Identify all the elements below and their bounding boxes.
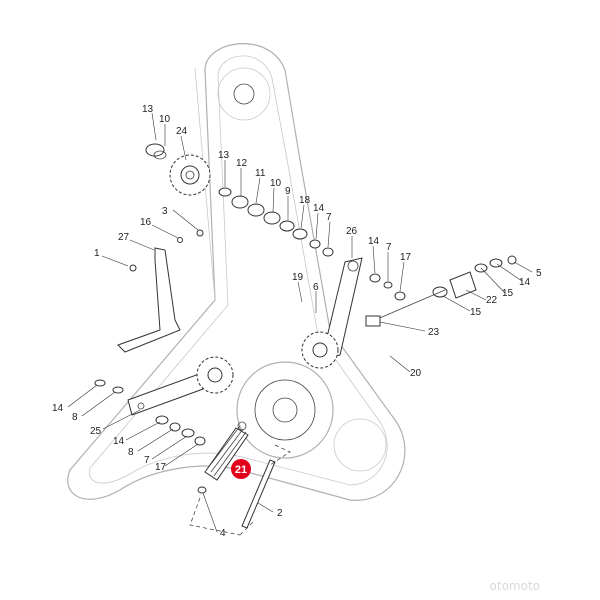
callout-24: 24 xyxy=(176,126,188,137)
callout-8: 8 xyxy=(72,412,78,423)
callout-25: 25 xyxy=(90,426,102,437)
callout-1: 1 xyxy=(94,248,100,259)
callout-labels: 13 10 24 13 12 11 10 9 18 14 7 3 16 27 1… xyxy=(52,104,542,539)
callout-12: 12 xyxy=(236,158,248,169)
callout-8: 8 xyxy=(128,447,134,458)
callout-13: 13 xyxy=(142,104,154,115)
right-sprocket xyxy=(301,331,339,369)
callout-7: 7 xyxy=(386,242,392,253)
leader-lines xyxy=(67,112,533,533)
lower-gear xyxy=(236,361,334,459)
highlight-badge[interactable]: 21 xyxy=(231,459,251,479)
callout-17: 17 xyxy=(400,252,412,263)
callout-9: 9 xyxy=(285,186,291,197)
right-shaft-parts xyxy=(369,255,517,301)
callout-20: 20 xyxy=(410,368,422,379)
watermark: otomoto xyxy=(490,579,540,593)
callout-26: 26 xyxy=(346,226,358,237)
callout-19: 19 xyxy=(292,272,304,283)
callout-27: 27 xyxy=(118,232,130,243)
callout-10: 10 xyxy=(270,178,282,189)
callout-11: 11 xyxy=(255,168,266,179)
callout-6: 6 xyxy=(313,282,319,293)
callout-14: 14 xyxy=(113,436,125,447)
callout-10: 10 xyxy=(159,114,171,125)
callout-13: 13 xyxy=(218,150,230,161)
callout-14: 14 xyxy=(52,403,64,414)
spring-21 xyxy=(189,421,256,536)
bracket-27 xyxy=(117,229,204,353)
callout-7: 7 xyxy=(326,212,332,223)
callout-2: 2 xyxy=(277,508,283,519)
highlight-label: 21 xyxy=(235,464,247,476)
callout-23: 23 xyxy=(428,327,440,338)
callout-18: 18 xyxy=(299,195,311,206)
callout-4: 4 xyxy=(220,528,226,539)
sprocket-24 xyxy=(169,154,211,196)
callout-22: 22 xyxy=(486,295,498,306)
callout-17: 17 xyxy=(155,462,167,473)
callout-14: 14 xyxy=(368,236,380,247)
callout-5: 5 xyxy=(536,268,542,279)
callout-3: 3 xyxy=(162,206,168,217)
callout-15: 15 xyxy=(470,307,482,318)
callout-7: 7 xyxy=(144,455,150,466)
right-gear xyxy=(333,418,387,472)
upper-shaft-rings xyxy=(145,143,334,257)
callout-16: 16 xyxy=(140,217,152,228)
callout-14: 14 xyxy=(519,277,531,288)
lower-washers xyxy=(155,415,206,446)
rod-23 xyxy=(365,289,446,327)
lower-arm-25 xyxy=(94,356,234,416)
pin-2 xyxy=(241,444,291,529)
upper-pulley xyxy=(217,67,271,121)
callout-15: 15 xyxy=(502,288,514,299)
callout-14: 14 xyxy=(313,203,325,214)
